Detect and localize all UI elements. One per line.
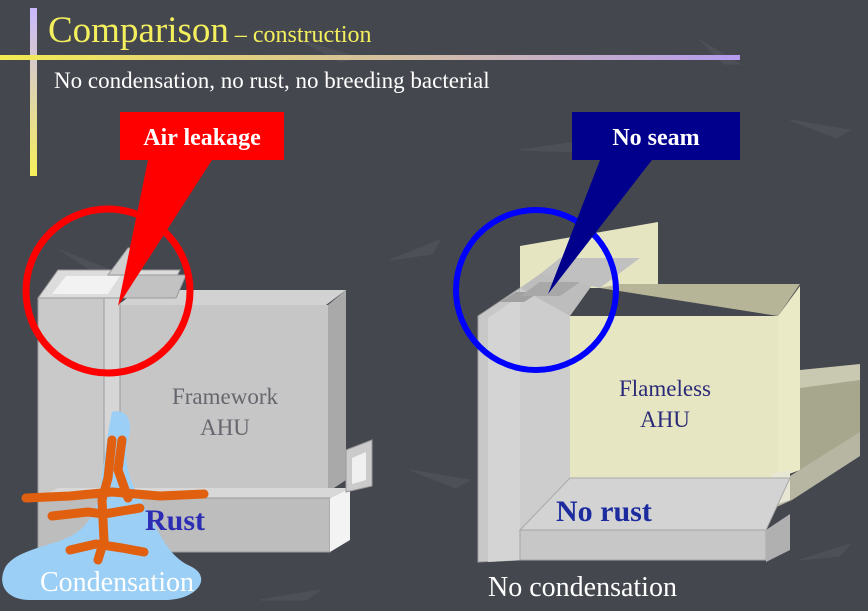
- title-accent-bar: [30, 8, 37, 176]
- flameless-ahu-label: Flameless AHU: [619, 376, 711, 432]
- no-seam-callout-pointer: [548, 160, 652, 294]
- title-underline: [0, 55, 740, 60]
- no-seam-callout-text: No seam: [612, 125, 700, 151]
- air-leakage-callout: [120, 112, 284, 160]
- air-leakage-callout-text: Air leakage: [143, 125, 261, 151]
- no-condensation-caption: No condensation: [488, 572, 677, 603]
- condensation-caption: Condensation: [40, 567, 194, 598]
- title-suffix: – construction: [228, 22, 372, 48]
- no-seam-highlight-ring: [453, 207, 619, 373]
- framework-ahu-label: Framework AHU: [171, 384, 279, 440]
- air-leakage-callout-pointer: [118, 160, 212, 306]
- flameless-ahu-box: [477, 222, 860, 563]
- slide-title: Comparison – construction: [48, 8, 372, 58]
- air-leak-highlight-ring: [22, 205, 194, 377]
- no-rust-label: No rust: [556, 495, 652, 528]
- no-seam-callout: [572, 112, 740, 160]
- rust-label: Rust: [145, 504, 206, 537]
- slide-subtitle: No condensation, no rust, no breeding ba…: [54, 68, 490, 93]
- title-main: Comparison: [48, 10, 229, 51]
- rust-marks: [21, 435, 209, 565]
